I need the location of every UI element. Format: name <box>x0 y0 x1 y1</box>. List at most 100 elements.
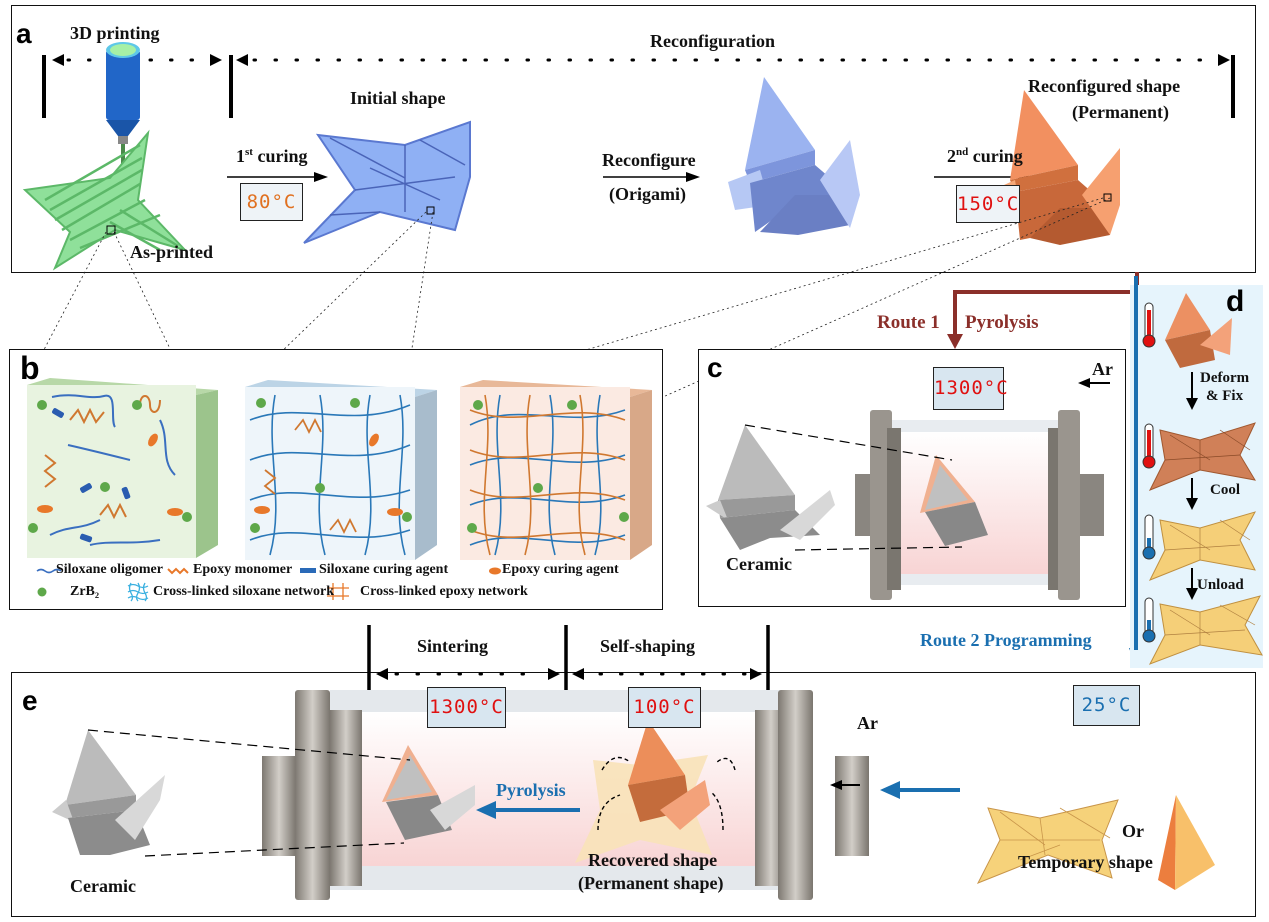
furnace-c-gas-label: Ar <box>1092 359 1113 379</box>
origami-crane-orange <box>993 90 1120 245</box>
second-curing-label: 2nd curing <box>947 146 1023 167</box>
initial-shape-blue <box>303 120 471 244</box>
ar-arrow-c <box>1078 378 1110 388</box>
second-curing-text: curing <box>968 146 1023 166</box>
crane-in-furnace-e <box>382 745 475 840</box>
first-curing-superscript: st <box>245 146 253 158</box>
sintering-range-arrow <box>376 668 560 680</box>
step-fix-label: & Fix <box>1206 388 1244 404</box>
permanent-shape-label: (Permanent shape) <box>578 873 724 893</box>
panel-a-label: a <box>16 18 32 49</box>
thermometer-hot-icon <box>1142 423 1156 469</box>
second-curing-number: 2 <box>947 146 956 166</box>
orange-ellipse-icon <box>489 567 501 575</box>
green-sphere-icon <box>37 587 47 597</box>
route2-label: Route 2 Programming <box>920 630 1092 650</box>
sintering-label: Sintering <box>417 636 489 656</box>
first-curing-arrow <box>227 172 328 182</box>
legend-siloxane-curing-agent: Siloxane curing agent <box>319 562 449 577</box>
stage-3d-printing-label: 3D printing <box>70 23 160 43</box>
pyrolysis-arrow <box>476 801 580 819</box>
or-label: Or <box>1122 821 1144 841</box>
self-shaping-temp-display: 100°C <box>628 687 701 728</box>
down-arrow <box>1186 478 1198 510</box>
ar-arrow-e <box>830 780 860 790</box>
panel-b-label: b <box>20 350 40 386</box>
as-printed-label: As-printed <box>130 242 214 262</box>
legend-cross-linked-epoxy: Cross-linked epoxy network <box>360 584 528 599</box>
stage-reconfiguration-label: Reconfiguration <box>650 31 775 51</box>
first-curing-number: 1 <box>236 146 245 166</box>
reconfigure-label: Reconfigure <box>602 150 696 170</box>
flat-shape-cooled <box>1148 511 1257 581</box>
zigzag-orange-line-icon <box>167 567 189 575</box>
origami-crane-blue <box>728 77 860 235</box>
ceramic-label-e: Ceramic <box>70 876 136 896</box>
self-shaping-range-arrow <box>572 668 762 680</box>
temporary-flat-shape <box>976 799 1119 884</box>
panel-e-label: e <box>22 685 38 716</box>
thermometer-cold-icon <box>1142 514 1156 560</box>
as-printed-lattice <box>22 129 189 271</box>
step-unload-label: Unload <box>1197 577 1244 593</box>
down-arrow <box>1186 568 1198 600</box>
panel-d-label: d <box>1226 285 1245 318</box>
blue-mesh-icon <box>127 582 149 602</box>
route1-arrowhead <box>947 334 963 349</box>
room-temp-display: 25°C <box>1073 685 1140 726</box>
reconfiguration-range-arrow <box>236 54 1230 66</box>
ceramic-crane-e <box>52 730 165 855</box>
sintering-temp-display: 1300°C <box>427 687 506 728</box>
temporary-pyramid-shape <box>1158 795 1215 890</box>
second-cured-block <box>460 380 652 560</box>
uncured-mixture-block <box>27 378 218 558</box>
second-curing-superscript: nd <box>956 146 969 158</box>
step-deform-label: Deform <box>1200 370 1250 386</box>
first-curing-text: curing <box>252 146 308 166</box>
legend-siloxane-oligomer: Siloxane oligomer <box>56 562 163 577</box>
load-arrow <box>880 781 960 799</box>
first-curing-temp-display: 80°C <box>240 183 303 221</box>
legend-epoxy-curing-agent: Epoxy curing agent <box>502 562 619 577</box>
reconfigure-arrow <box>603 172 700 182</box>
crane-in-furnace-c <box>920 455 988 546</box>
wavy-blue-line-icon <box>36 568 62 574</box>
route1-label: Route 1 <box>877 312 940 333</box>
flat-shape-deformed <box>1148 422 1256 491</box>
ceramic-label-c: Ceramic <box>726 554 792 574</box>
route1-pyrolysis-label: Pyrolysis <box>965 312 1039 333</box>
first-cured-block <box>245 380 437 560</box>
orange-mesh-icon <box>327 583 349 600</box>
recovered-shape-in-furnace <box>575 720 736 863</box>
temporary-shape-label: Temporary shape <box>1018 852 1153 872</box>
recovered-shape-label: Recovered shape <box>588 850 718 870</box>
origami-label: (Origami) <box>609 184 686 204</box>
panel-c-label: c <box>707 352 723 383</box>
tube-furnace-c <box>855 410 1104 600</box>
thermometer-hot-icon <box>1142 302 1156 348</box>
first-curing-label: 1st curing <box>236 146 307 167</box>
second-curing-temp-display: 150°C <box>956 185 1020 223</box>
self-shaping-label: Self-shaping <box>600 636 696 656</box>
ceramic-crane-c <box>706 425 835 550</box>
pyrolysis-label-e: Pyrolysis <box>496 780 566 800</box>
flat-shape-unloaded <box>1148 595 1263 665</box>
thermometer-cold-icon <box>1142 597 1156 643</box>
furnace-e-gas-label: Ar <box>857 713 878 733</box>
step-cool-label: Cool <box>1210 482 1240 498</box>
printing-range-arrow <box>52 54 222 66</box>
initial-shape-label: Initial shape <box>350 88 446 108</box>
permanent-label: (Permanent) <box>1072 102 1169 122</box>
legend-cross-linked-siloxane: Cross-linked siloxane network <box>153 584 334 599</box>
crane-orange-d <box>1165 293 1232 368</box>
down-arrow <box>1186 372 1198 410</box>
furnace-c-temp-display: 1300°C <box>933 367 1008 410</box>
legend-epoxy-monomer: Epoxy monomer <box>193 562 293 577</box>
reconfigured-shape-label: Reconfigured shape <box>1028 76 1181 96</box>
legend-zrb2: ZrB₂ <box>70 584 100 599</box>
